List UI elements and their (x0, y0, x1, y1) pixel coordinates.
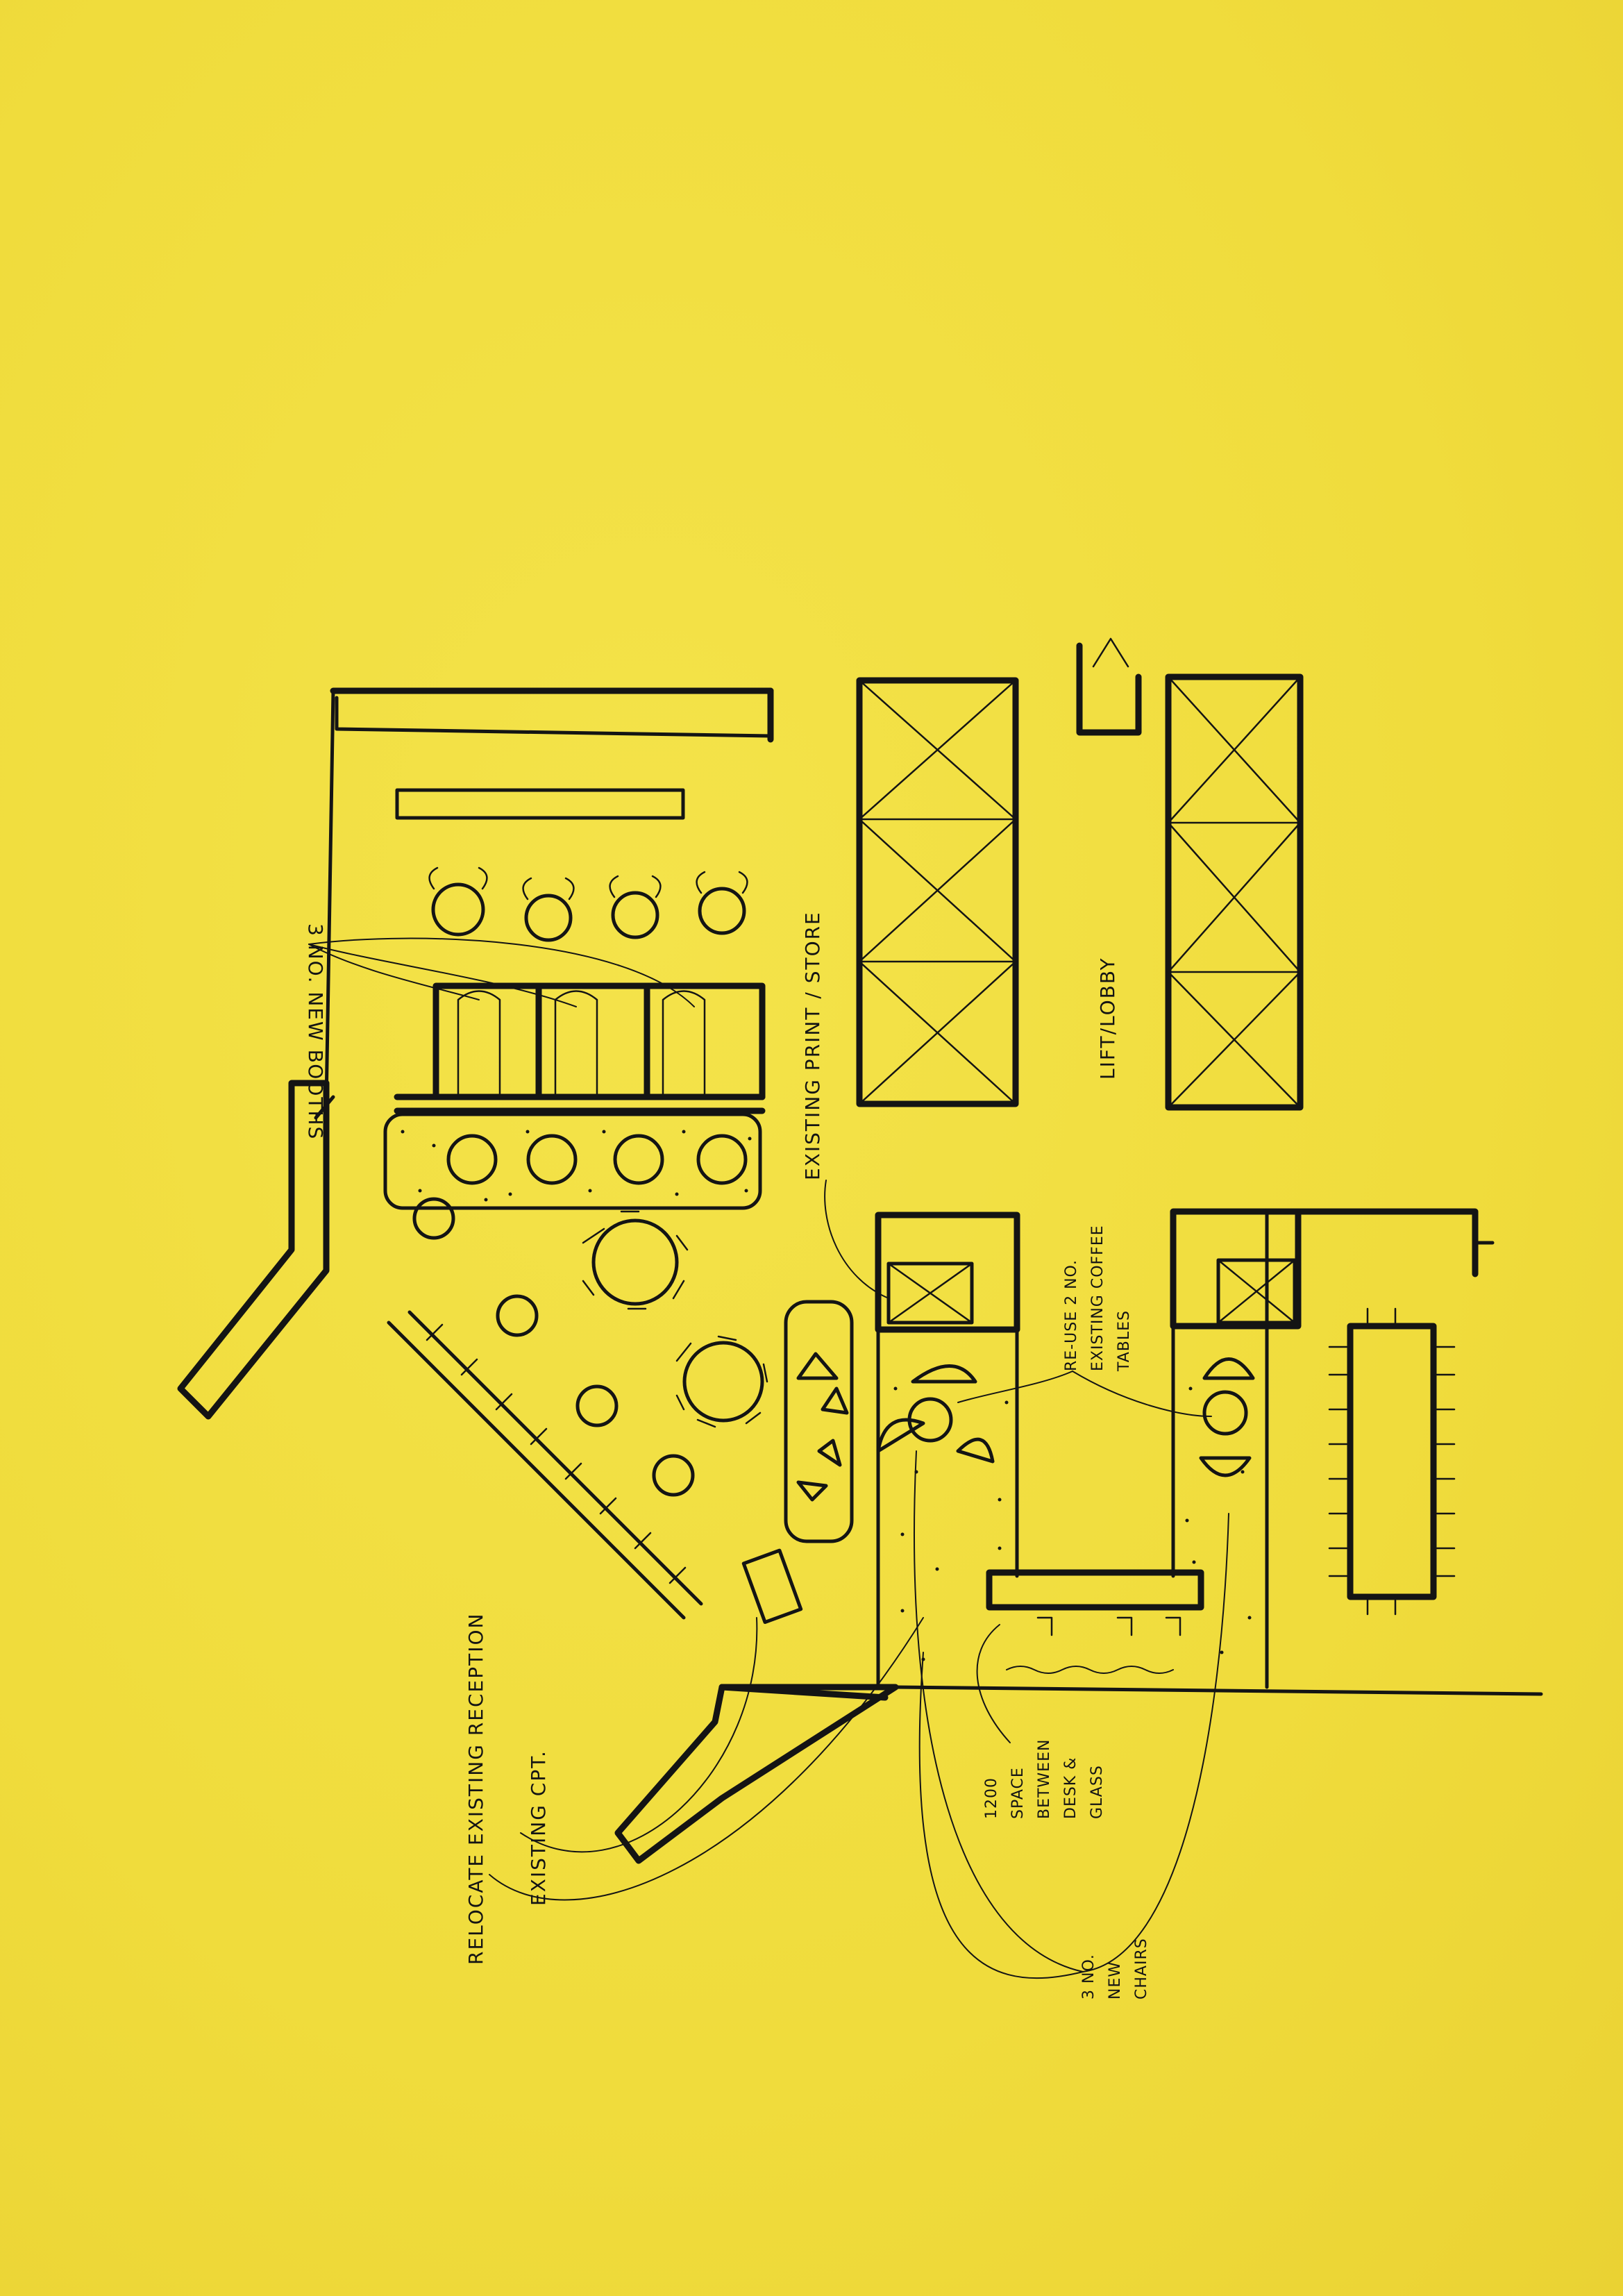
label-chairs-line-2: NEW (1107, 1961, 1124, 2000)
lift-door-notch (1076, 637, 1142, 736)
label-relocate-reception: RELOCATE EXISTING RECEPTION (464, 1613, 487, 1965)
label-space-between: 1200 SPACE BETWEEN DESK & GLASS (983, 1739, 1106, 1819)
label-chairs-line-3: CHAIRS (1133, 1938, 1150, 2000)
label-reuse-coffee-tables: RE-USE 2 NO. EXISTING COFFEE TABLES (1063, 1225, 1133, 1372)
label-existing-cpt: EXISTING CPT. (527, 1750, 550, 1906)
label-reuse-line-1: RE-USE 2 NO. (1063, 1259, 1080, 1371)
meeting-table (1328, 1307, 1456, 1616)
entrance-wall-top (177, 1080, 330, 1420)
stool-row-top (428, 866, 748, 942)
label-chairs-line-1: 3 NO. (1080, 1954, 1098, 2000)
label-reuse-line-3: TABLES (1116, 1310, 1133, 1372)
entrance-wall-bottom (614, 1684, 899, 1864)
label-relocate-text: RELOCATE EXISTING RECEPTION (464, 1613, 487, 1965)
cafe-sofa (784, 1300, 854, 1543)
leader-lines (308, 937, 1229, 1979)
label-new-chairs: 3 NO. NEW CHAIRS (1080, 1938, 1150, 2000)
corridor-carpet-dots (893, 1386, 1252, 1661)
label-print-store: EXISTING PRINT / STORE (801, 911, 824, 1180)
coffee-area-right (1199, 1357, 1255, 1477)
label-space-line-3: BETWEEN (1036, 1739, 1053, 1819)
print-store-right (1170, 1208, 1302, 1330)
cafe-tables (412, 1197, 768, 1497)
corridor-walls (876, 1208, 1543, 1696)
label-space-line-1: 1200 (983, 1777, 1000, 1819)
booth-units (394, 982, 766, 1114)
label-space-line-2: SPACE (1009, 1767, 1027, 1819)
bench (395, 788, 685, 820)
label-space-line-4: DESK & (1062, 1757, 1079, 1819)
label-lift-lobby: LIFT/LOBBY (1096, 957, 1119, 1080)
label-existing-cpt-text: EXISTING CPT. (527, 1750, 550, 1906)
print-store-left (875, 1212, 1020, 1333)
label-space-line-5: GLASS (1088, 1765, 1106, 1819)
reception-desk (741, 1548, 803, 1625)
label-reuse-line-2: EXISTING COFFEE (1089, 1225, 1107, 1371)
booth-rug-seating (383, 1112, 762, 1210)
reception-diagonal (387, 1310, 703, 1620)
coffee-area-left (876, 1364, 995, 1464)
label-print-store-text: EXISTING PRINT / STORE (801, 911, 824, 1180)
label-new-booths-text: 3 NO. NEW BOOTHS (304, 923, 327, 1140)
lift-shaft-right (1165, 673, 1304, 1111)
label-new-booths: 3 NO. NEW BOOTHS (304, 923, 327, 1140)
label-lift-lobby-text: LIFT/LOBBY (1096, 957, 1119, 1080)
booth-area-walls (314, 687, 774, 1120)
lift-shaft-left (856, 677, 1019, 1107)
corridor-reception-counter (986, 1569, 1204, 1674)
